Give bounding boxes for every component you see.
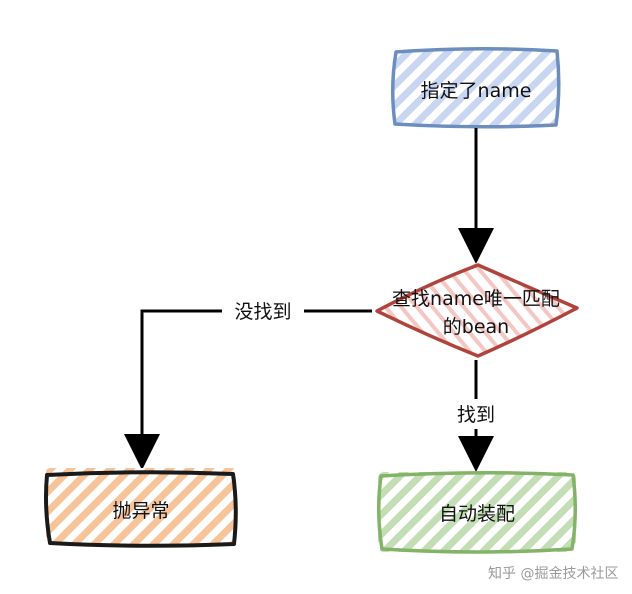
- autowire-node: 自动装配: [376, 470, 578, 554]
- edge-found: 找到: [443, 360, 509, 472]
- decision-node-label-line2: 的bean: [443, 316, 509, 338]
- start-node-label: 指定了name: [421, 80, 532, 102]
- edge-not-found: 没找到: [124, 297, 372, 470]
- arrow-decision-to-exception: [124, 309, 372, 470]
- decision-node: 查找name唯一匹配 的bean: [375, 262, 579, 358]
- exception-node-label: 抛异常: [112, 500, 169, 522]
- exception-node: 抛异常: [44, 468, 238, 548]
- edge-found-label: 找到: [457, 404, 495, 426]
- edge-not-found-label: 没找到: [234, 301, 291, 323]
- start-node: 指定了name: [390, 46, 561, 129]
- decision-node-label-line1: 查找name唯一匹配: [392, 288, 560, 310]
- watermark-text: 知乎 @掘金技术社区: [488, 565, 618, 582]
- autowire-node-label: 自动装配: [439, 503, 515, 525]
